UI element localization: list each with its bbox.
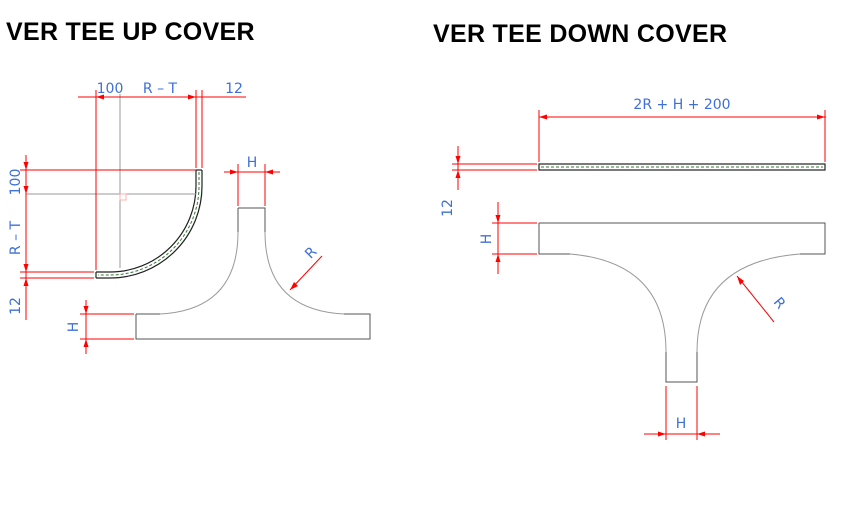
ver-tee-up-drawing: 100 R – T 12 100 R – T 12 H <box>8 81 371 354</box>
down-dim-h-left-lines <box>492 202 537 274</box>
up-dim-100-left: 100 <box>8 169 24 196</box>
title-ver-tee-up-cover: VER TEE UP COVER <box>6 18 255 46</box>
up-dim-r-minus-t-left: R – T <box>8 220 24 255</box>
down-tee-outline <box>538 222 826 383</box>
up-dimensions-top <box>78 90 246 270</box>
down-dim-h-left: H <box>479 234 495 245</box>
down-dim-12-lines <box>452 146 537 190</box>
up-tee-outline <box>135 207 371 340</box>
up-cover-strip <box>95 169 203 279</box>
up-construction-lines <box>26 94 196 268</box>
up-dim-h-left-lines <box>80 300 134 354</box>
up-dim-h-left: H <box>66 322 82 333</box>
down-dim-h-bottom: H <box>676 416 687 432</box>
title-ver-tee-down-cover: VER TEE DOWN COVER <box>433 20 728 48</box>
down-dim-r: R <box>770 295 789 313</box>
down-dim-total-lines <box>538 110 826 162</box>
down-dim-r-lines <box>736 275 775 323</box>
up-dim-h-top-lines <box>224 164 280 206</box>
down-cover-strip <box>538 163 826 171</box>
up-dim-r: R <box>302 244 320 262</box>
down-dim-h-bottom-lines <box>644 386 720 440</box>
up-dim-h-top: H <box>247 155 258 171</box>
down-dim-total: 2R + H + 200 <box>633 97 730 113</box>
down-dim-12: 12 <box>440 199 456 217</box>
up-dim-12-left: 12 <box>8 297 24 315</box>
up-dim-12-top: 12 <box>225 81 243 97</box>
up-dim-100-top: 100 <box>97 81 124 97</box>
up-dim-r-minus-t-top: R – T <box>143 81 178 97</box>
up-dimensions-left <box>20 155 196 320</box>
up-dim-r-lines <box>289 255 323 291</box>
ver-tee-down-drawing: 2R + H + 200 12 H <box>440 97 826 440</box>
